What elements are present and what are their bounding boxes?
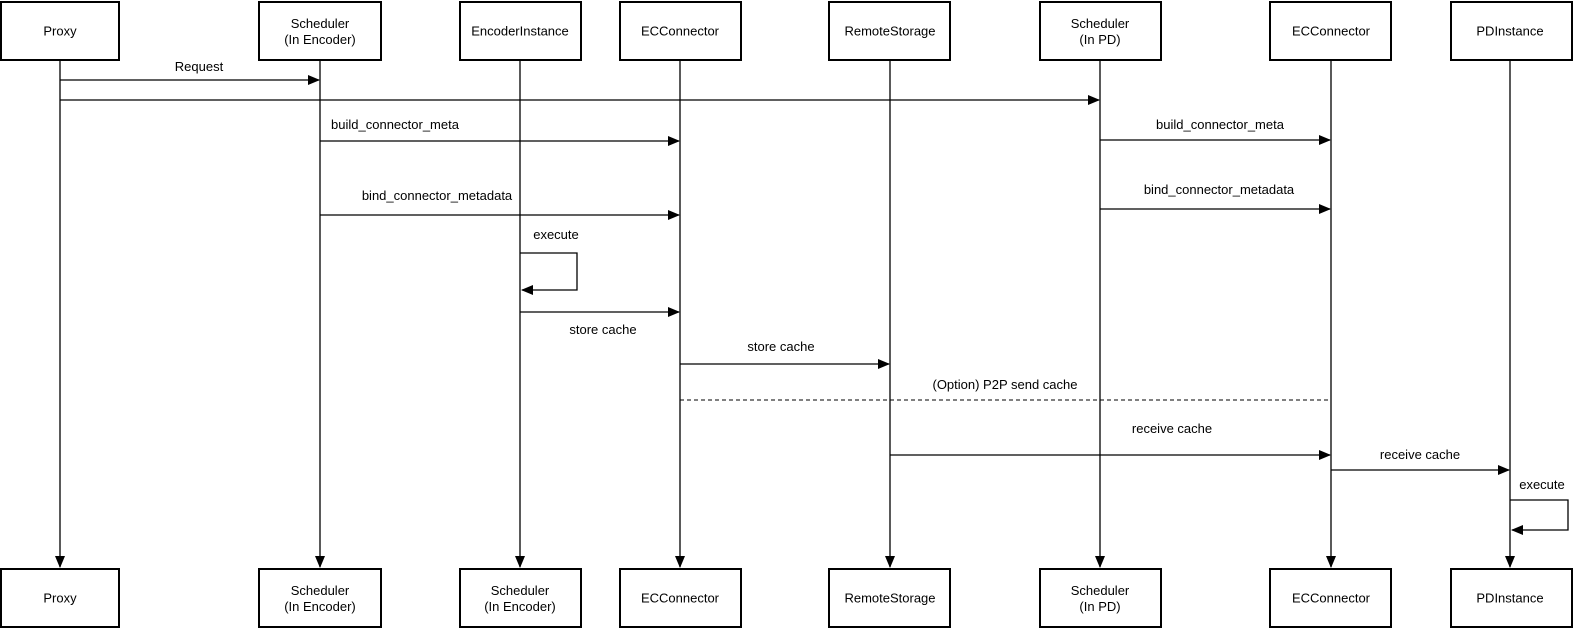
top-box-label-line: PDInstance <box>1476 24 1543 39</box>
top-box-label-line: EncoderInstance <box>471 24 569 39</box>
top-box-scheduler-in-encoder <box>258 1 382 61</box>
self-loop-execute-encoder-instance: execute <box>520 227 579 295</box>
bottom-box-label-line: Scheduler <box>291 583 350 598</box>
message-label-receive-cache-1: receive cache <box>1132 421 1212 436</box>
message-label-request: Request <box>175 59 224 74</box>
self-loop-label-execute-encoder-instance: execute <box>533 227 579 242</box>
bottom-box-label-encoder-instance: Scheduler(In Encoder) <box>484 583 556 614</box>
message-label-bind-connector-metadata-1: bind_connector_metadata <box>362 188 513 203</box>
bottom-box-label-ec-connector-2: ECConnector <box>1292 591 1371 606</box>
message-bind-connector-metadata-2: bind_connector_metadata <box>1100 182 1331 214</box>
top-box-label-line: ECConnector <box>1292 24 1371 39</box>
message-receive-cache-1: receive cache <box>890 421 1331 460</box>
top-box-label-line: Scheduler <box>291 16 350 31</box>
bottom-box-label-line: (In Encoder) <box>484 599 556 614</box>
top-box-label-line: Proxy <box>43 24 77 39</box>
top-box-label-proxy: Proxy <box>43 24 77 39</box>
top-box-encoder-instance <box>459 1 582 61</box>
bottom-box-label-scheduler-in-pd: Scheduler(In PD) <box>1071 583 1130 614</box>
top-box-ec-connector-2 <box>1269 1 1392 61</box>
top-box-label-ec-connector-2: ECConnector <box>1292 24 1371 39</box>
message-store-cache-2: store cache <box>680 339 890 369</box>
bottom-box-label-proxy: Proxy <box>43 591 77 606</box>
top-box-label-scheduler-in-encoder: Scheduler(In Encoder) <box>284 16 356 47</box>
bottom-box-proxy <box>0 568 120 628</box>
message-label-bind-connector-metadata-2: bind_connector_metadata <box>1144 182 1295 197</box>
self-loop-label-execute-pd-instance: execute <box>1519 477 1565 492</box>
actor-scheduler-in-pd: Scheduler(In PD)Scheduler(In PD) <box>1039 1 1162 628</box>
bottom-box-scheduler-in-encoder <box>258 568 382 628</box>
bottom-box-ec-connector-2 <box>1269 568 1392 628</box>
bottom-box-scheduler-in-pd <box>1039 568 1162 628</box>
top-box-label-pd-instance: PDInstance <box>1476 24 1543 39</box>
message-label-build-connector-meta-1: build_connector_meta <box>331 117 460 132</box>
bottom-box-label-line: Scheduler <box>1071 583 1130 598</box>
top-box-label-line: ECConnector <box>641 24 720 39</box>
message-bind-connector-metadata-1: bind_connector_metadata <box>320 188 680 220</box>
top-box-label-line: (In Encoder) <box>284 32 356 47</box>
bottom-box-label-line: Proxy <box>43 591 77 606</box>
message-label-build-connector-meta-2: build_connector_meta <box>1156 117 1285 132</box>
bottom-box-label-line: (In Encoder) <box>284 599 356 614</box>
self-loop-execute-pd-instance: execute <box>1510 477 1569 535</box>
bottom-box-pd-instance <box>1450 568 1573 628</box>
message-label-store-cache-1: store cache <box>569 322 636 337</box>
top-box-label-line: (In PD) <box>1079 32 1120 47</box>
top-box-pd-instance <box>1450 1 1573 61</box>
top-box-label-line: Scheduler <box>1071 16 1130 31</box>
bottom-box-ec-connector-1 <box>619 568 742 628</box>
bottom-box-label-line: RemoteStorage <box>844 591 935 606</box>
bottom-box-label-line: Scheduler <box>491 583 550 598</box>
message-store-cache-1: store cache <box>520 307 680 337</box>
bottom-box-label-ec-connector-1: ECConnector <box>641 591 720 606</box>
bottom-box-encoder-instance <box>459 568 582 628</box>
message-p2p-send-cache: (Option) P2P send cache <box>680 377 1331 401</box>
message-label-p2p-send-cache: (Option) P2P send cache <box>932 377 1077 392</box>
actor-scheduler-in-encoder: Scheduler(In Encoder)Scheduler(In Encode… <box>258 1 382 628</box>
bottom-box-label-line: PDInstance <box>1476 591 1543 606</box>
bottom-box-label-line: ECConnector <box>1292 591 1371 606</box>
bottom-box-label-line: (In PD) <box>1079 599 1120 614</box>
top-box-label-scheduler-in-pd: Scheduler(In PD) <box>1071 16 1130 47</box>
top-box-label-line: RemoteStorage <box>844 24 935 39</box>
message-request: Request <box>60 59 320 85</box>
message-label-store-cache-2: store cache <box>747 339 814 354</box>
self-loop-path-execute-encoder-instance <box>520 252 578 295</box>
top-box-remote-storage <box>828 1 951 61</box>
top-box-proxy <box>0 1 120 61</box>
self-loop-path-execute-pd-instance <box>1510 499 1569 535</box>
message-build-connector-meta-1: build_connector_meta <box>320 117 680 146</box>
top-box-label-encoder-instance: EncoderInstance <box>471 24 569 39</box>
bottom-box-label-scheduler-in-encoder: Scheduler(In Encoder) <box>284 583 356 614</box>
top-box-ec-connector-1 <box>619 1 742 61</box>
bottom-box-label-remote-storage: RemoteStorage <box>844 591 935 606</box>
bottom-box-remote-storage <box>828 568 951 628</box>
top-box-label-ec-connector-1: ECConnector <box>641 24 720 39</box>
message-build-connector-meta-2: build_connector_meta <box>1100 117 1331 145</box>
message-receive-cache-2: receive cache <box>1331 447 1510 475</box>
bottom-box-label-line: ECConnector <box>641 591 720 606</box>
message-label-receive-cache-2: receive cache <box>1380 447 1460 462</box>
top-box-label-remote-storage: RemoteStorage <box>844 24 935 39</box>
bottom-box-label-pd-instance: PDInstance <box>1476 591 1543 606</box>
top-box-scheduler-in-pd <box>1039 1 1162 61</box>
